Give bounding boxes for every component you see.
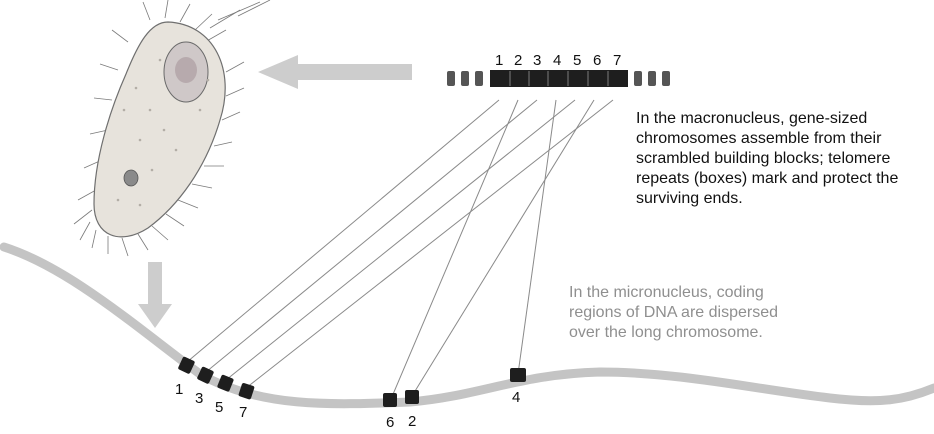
micro-segment-7 — [238, 383, 255, 400]
assembled-label-2: 2 — [514, 52, 522, 69]
telomere-box-right-1 — [634, 71, 642, 86]
macronucleus-chromosome — [447, 70, 670, 87]
micro-segment-2 — [405, 390, 419, 404]
micronucleus-labels: 1 3 5 7 6 2 4 — [175, 381, 520, 431]
telomere-box-left-1 — [447, 71, 455, 86]
micronucleus-caption: In the micronucleus, coding regions of D… — [569, 284, 778, 341]
connector-4 — [517, 99, 557, 375]
assembled-label-7: 7 — [613, 52, 621, 69]
assembled-labels: 1 2 3 4 5 6 7 — [495, 52, 621, 69]
assembled-label-1: 1 — [495, 52, 503, 69]
telomere-box-left-2 — [461, 71, 469, 86]
micro-segment-4 — [510, 368, 526, 382]
connector-1 — [186, 99, 500, 363]
micronucleus-chromosome — [0, 242, 934, 409]
telomere-box-right-2 — [648, 71, 656, 86]
down-arrow — [138, 262, 172, 328]
micro-label-3: 3 — [195, 390, 203, 407]
micro-segment-5 — [217, 374, 234, 392]
assembled-gene-bar — [490, 70, 628, 87]
macronucleus-caption: In the macronucleus, gene-sized chromoso… — [636, 110, 899, 207]
connector-2 — [411, 99, 595, 397]
micro-label-2: 2 — [408, 413, 416, 430]
micro-label-1: 1 — [175, 381, 183, 398]
assembled-label-3: 3 — [533, 52, 541, 69]
micro-segment-6 — [383, 393, 397, 407]
connector-3 — [205, 99, 538, 373]
left-arrow — [258, 55, 412, 89]
assembled-label-4: 4 — [553, 52, 561, 69]
micro-label-7: 7 — [239, 404, 247, 421]
connector-6 — [390, 99, 519, 400]
micro-label-5: 5 — [215, 399, 223, 416]
micro-segment-1 — [178, 356, 195, 374]
connector-lines — [186, 99, 614, 400]
micronucleus-segments — [178, 356, 526, 407]
micro-segment-3 — [197, 366, 214, 384]
assembled-label-6: 6 — [593, 52, 601, 69]
connector-5 — [225, 99, 576, 381]
telomere-box-right-3 — [662, 71, 670, 86]
ciliate-cell-illustration — [73, 0, 271, 257]
assembled-label-5: 5 — [573, 52, 581, 69]
micro-label-6: 6 — [386, 414, 394, 431]
connector-7 — [245, 99, 614, 389]
micro-label-4: 4 — [512, 389, 520, 406]
telomere-box-left-3 — [475, 71, 483, 86]
